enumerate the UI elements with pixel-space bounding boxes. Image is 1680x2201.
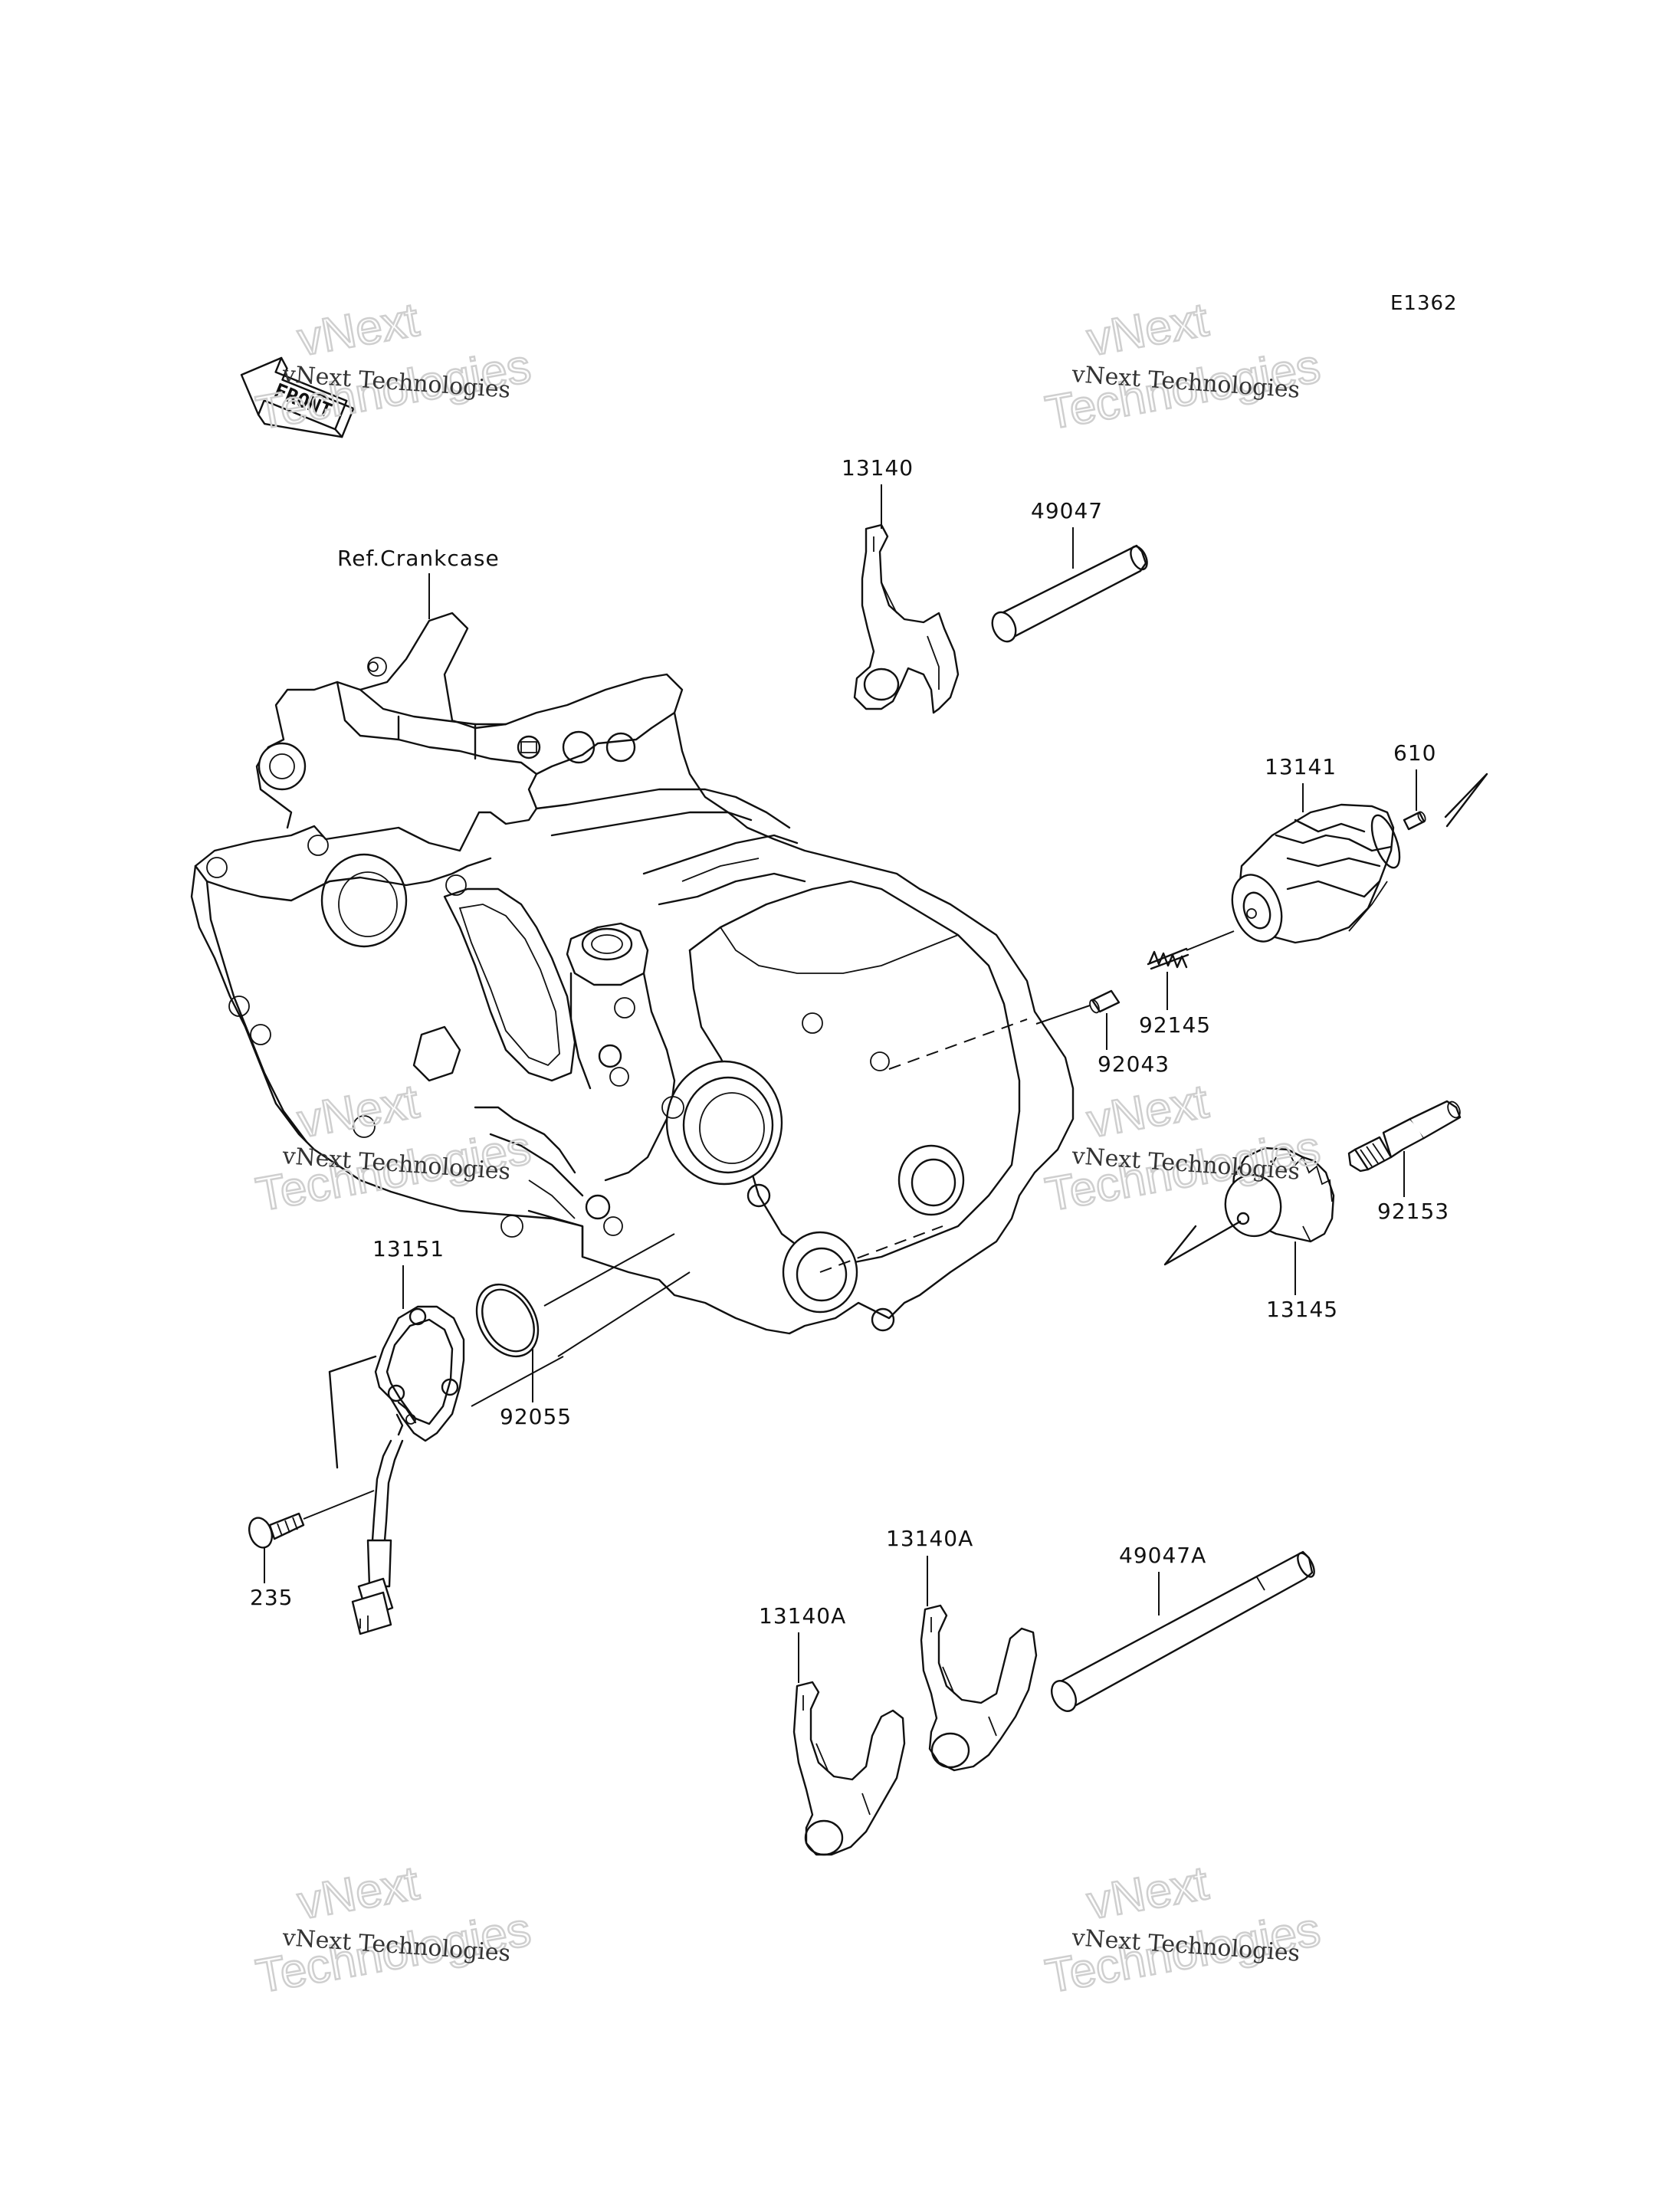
shaft-49047 (991, 544, 1148, 643)
o-ring-92055 (475, 1283, 540, 1358)
label-13141: 13141 (1265, 754, 1337, 779)
watermark-top-left: vNext Technologies (251, 292, 536, 441)
label-13140A-right: 13140A (886, 1526, 973, 1551)
label-13151: 13151 (372, 1236, 445, 1261)
spring-92145 (1147, 930, 1235, 970)
label-92043: 92043 (1098, 1051, 1170, 1077)
label-92145: 92145 (1139, 1012, 1211, 1038)
gear-sensor-13151 (328, 1305, 465, 1635)
svg-text:vNext: vNext (1083, 1075, 1212, 1148)
watermark-bottom-right: vNext Technologies (1041, 1855, 1325, 2004)
pin-610-direction-mark (1444, 772, 1488, 828)
svg-text:vNext: vNext (1083, 294, 1212, 366)
label-49047: 49047 (1031, 498, 1103, 523)
shaft-49047A (1050, 1550, 1315, 1712)
label-49047A: 49047A (1119, 1543, 1206, 1568)
label-13140A-left: 13140A (759, 1603, 846, 1629)
diagram-code: E1362 (1390, 292, 1458, 315)
ref-crankcase-label: Ref.Crankcase (337, 546, 500, 571)
cam-direction-mark (1163, 1220, 1242, 1266)
shift-fork-13140 (853, 523, 960, 714)
label-13145: 13145 (1266, 1297, 1338, 1322)
svg-text:vNext: vNext (294, 294, 422, 366)
bolt-92153 (1347, 1100, 1462, 1173)
shift-fork-13140A-right (920, 1604, 1038, 1772)
label-610: 610 (1393, 740, 1436, 766)
watermark-bottom-left: vNext Technologies (251, 1855, 536, 2004)
pin-610 (1403, 811, 1426, 831)
svg-text:vNext: vNext (1083, 1857, 1212, 1930)
label-92153: 92153 (1377, 1199, 1449, 1224)
svg-text:vNext: vNext (294, 1857, 422, 1930)
label-92055: 92055 (500, 1404, 572, 1429)
watermark-top-right: vNext Technologies (1041, 292, 1325, 441)
shift-drum-13141 (1231, 803, 1401, 944)
label-13140: 13140 (842, 455, 914, 481)
bolt-235 (248, 1490, 375, 1549)
pin-92043 (1035, 989, 1121, 1025)
crankcase-drawing (190, 612, 1075, 1335)
label-235: 235 (250, 1585, 293, 1610)
shift-fork-13140A-left (792, 1681, 906, 1856)
o-ring-alignment-leaders (471, 1233, 691, 1407)
shift-cam-13145 (1224, 1146, 1335, 1243)
